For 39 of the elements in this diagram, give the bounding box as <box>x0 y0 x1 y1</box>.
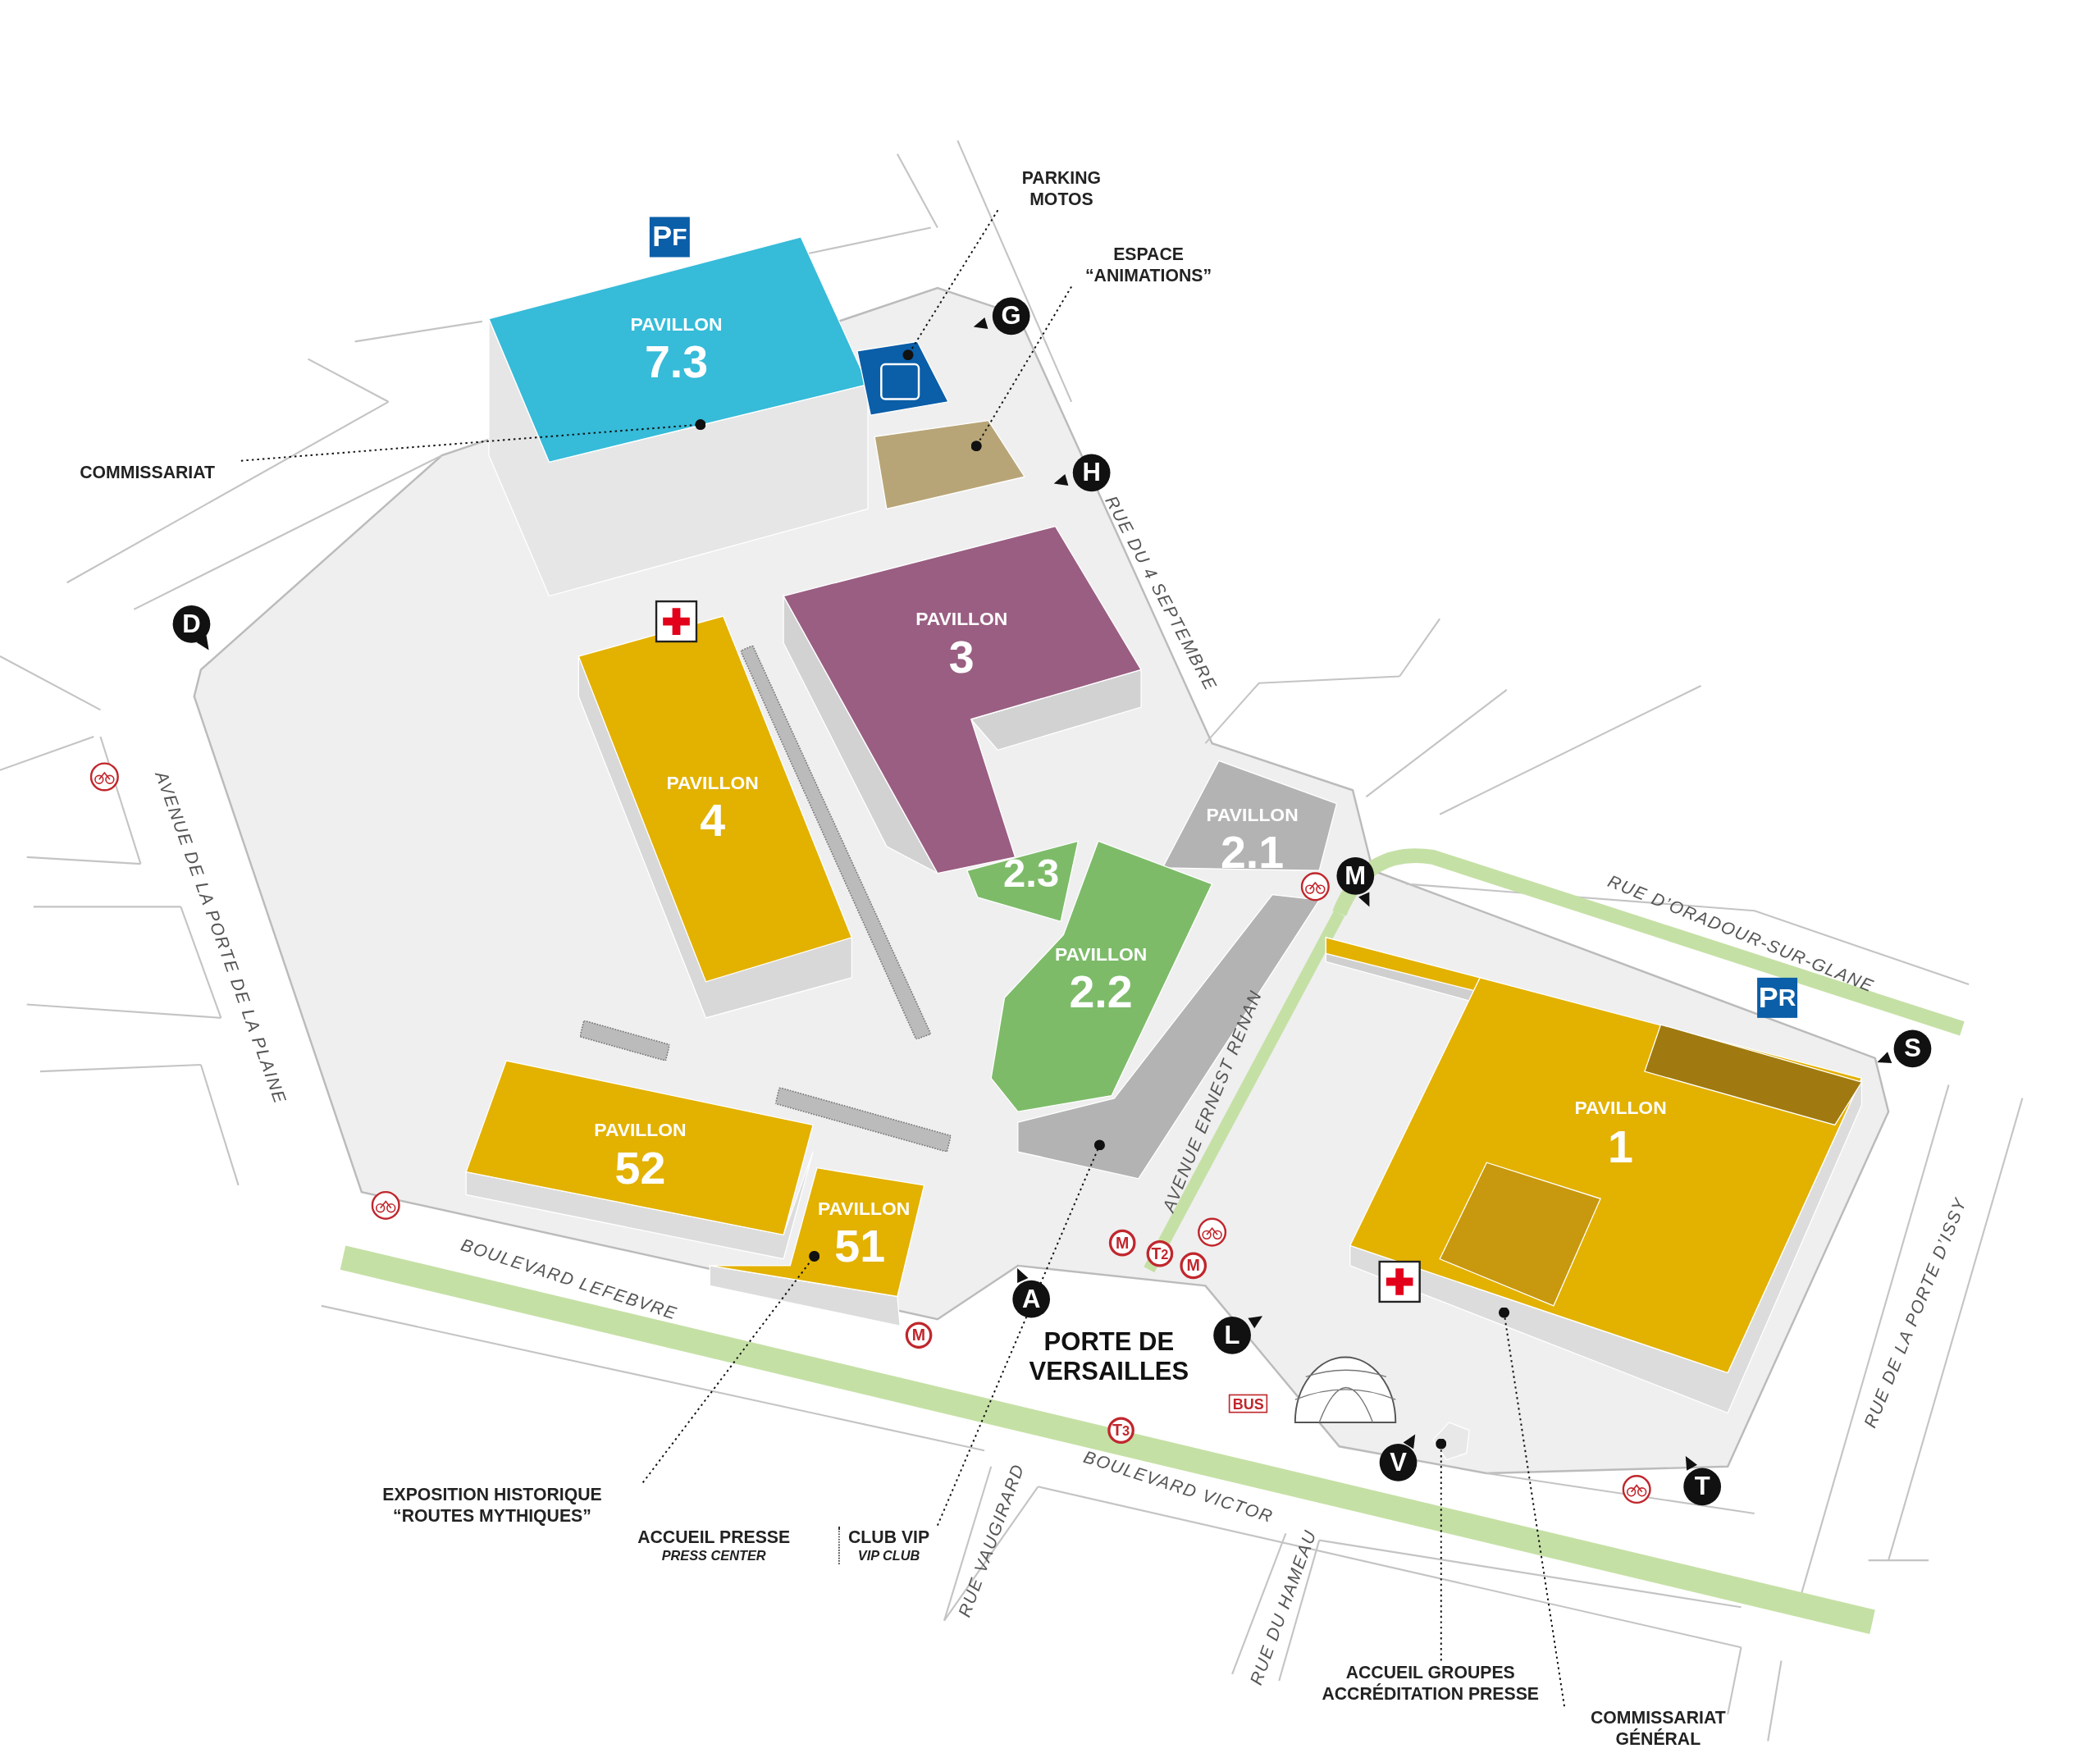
pavilion-label: PAVILLON <box>1206 805 1299 824</box>
callout-text: PARKING MOTOS <box>998 167 1125 209</box>
callout-subtext: VIP CLUB <box>856 1547 921 1564</box>
pavilion-number: 51 <box>834 1222 886 1269</box>
pavilion-number: 3 <box>948 633 975 679</box>
pavilion-label: PAVILLON <box>1055 944 1148 963</box>
event-area <box>874 419 1026 510</box>
leader-line <box>240 419 706 462</box>
pavilion-number: 4 <box>700 797 726 842</box>
leader-line <box>1499 1307 1565 1708</box>
pavilion-label: PAVILLON <box>915 609 1008 628</box>
callout-text: ESPACE “ANIMATIONS” <box>1071 244 1226 286</box>
pavilion-number: 2.2 <box>1069 968 1133 1014</box>
pavilion-label: PAVILLON <box>1574 1098 1667 1117</box>
callout-text: COMMISSARIAT <box>53 462 241 483</box>
bus-sign: BUS <box>1228 1394 1268 1413</box>
pavilion-number: 1 <box>1608 1123 1633 1170</box>
pavilion-number: 7.3 <box>644 339 709 385</box>
pavilion-number: 2.3 <box>1003 853 1060 893</box>
pavilion-label: PAVILLON <box>666 773 759 792</box>
pavilion-label: PAVILLON <box>818 1198 911 1218</box>
leader-line <box>641 1250 820 1484</box>
pavilion-label: PAVILLON <box>594 1119 687 1139</box>
pavilion-number: 52 <box>614 1144 666 1191</box>
leader-line <box>970 285 1073 452</box>
callout-text: ACCUEIL GROUPES ACCRÉDITATION PRESSE <box>1296 1662 1564 1705</box>
leader-line <box>936 1139 1105 1527</box>
transit-sign: M <box>905 1322 933 1349</box>
leader-line <box>1436 1438 1447 1662</box>
callout-subtext: PRESS CENTER <box>660 1547 767 1564</box>
callout-text: COMMISSARIAT GÉNÉRAL <box>1564 1707 1752 1750</box>
callout-text: EXPOSITION HISTORIQUE “ROUTES MYTHIQUES” <box>341 1484 643 1526</box>
kiosk-building <box>1432 1422 1470 1461</box>
parking-area <box>856 340 949 416</box>
pavilion-label: PAVILLON <box>630 314 723 334</box>
callout-text: CLUB VIP <box>848 1527 930 1548</box>
callout-text: ACCUEIL PRESSE <box>637 1527 791 1548</box>
pavilion-number: 2.1 <box>1221 829 1285 875</box>
leader-line <box>902 209 999 361</box>
